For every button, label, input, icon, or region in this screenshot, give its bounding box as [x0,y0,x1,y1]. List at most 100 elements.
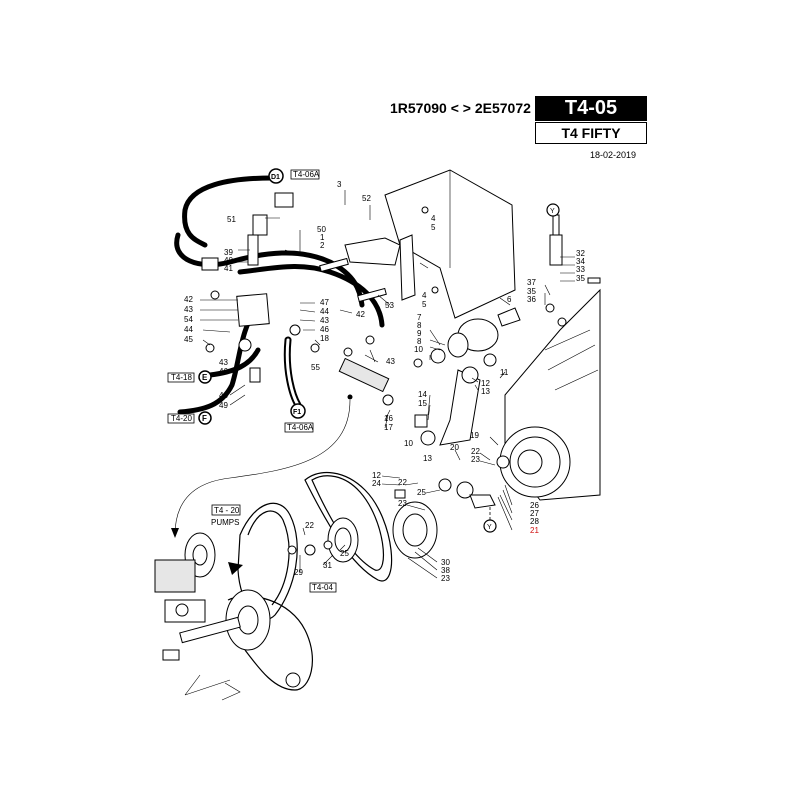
callout: 26 [530,501,539,510]
callout: 34 [576,257,585,266]
callout: 43 [184,305,193,314]
assembly-reference-arrow [171,394,353,701]
callout: 52 [362,194,371,203]
connector-d1: D1 [271,174,280,181]
callout: 23 [398,499,407,508]
callout: 40 [224,256,233,265]
callout: 35 [527,287,536,296]
callout: 45 [184,335,193,344]
callout: 9 [417,329,422,338]
callout: 13 [423,454,432,463]
callout: 19 [470,431,479,440]
callout: 43 [386,357,395,366]
connector-y-bottom: Y [487,524,492,531]
callout: 39 [224,248,233,257]
callout: 47 [320,298,329,307]
callout-highlight: 21 [530,526,539,535]
connector-y-top: Y [550,208,555,215]
callout: 42 [184,295,193,304]
callout: 13 [481,387,490,396]
callout: 37 [527,278,536,287]
callout: 7 [417,313,422,322]
callout: 4 [431,214,436,223]
callout: 48 [219,391,228,400]
callout: 8 [417,321,422,330]
callout: 23 [471,455,480,464]
callout: 49 [219,401,228,410]
callout: 41 [224,264,233,273]
ref-t4-20: T4-20 [171,414,192,423]
callout: 3 [337,180,342,189]
callout: 28 [530,517,539,526]
callout: 20 [450,443,459,452]
callout: 43 [219,358,228,367]
callout: 23 [441,574,450,583]
callout: 22 [305,521,314,530]
pumps-label: PUMPS [211,518,239,527]
callout: 12 [372,471,381,480]
callout: 30 [441,558,450,567]
frame-bracket [344,169,516,319]
callout: 33 [576,265,585,274]
callout: 27 [530,509,539,518]
revision-date: 18-02-2019 [590,150,637,160]
leader-lines [200,190,575,579]
callout: 22 [398,478,407,487]
callout: 5 [431,223,436,232]
callout: 44 [184,325,193,334]
tensioner-assembly [413,307,521,446]
ref-t4-18: T4-18 [171,373,192,382]
callout: 10 [414,345,423,354]
callout: 25 [340,549,349,558]
ref-t4-04: T4-04 [312,583,333,592]
callout: 46 [320,325,329,334]
valve-block-assembly [201,192,320,383]
connector-markers: D1 E F F1 Y Y [198,168,560,533]
callout: 12 [481,379,490,388]
connector-f1: F1 [293,409,301,416]
callout: 44 [320,307,329,316]
callout: 31 [323,561,332,570]
hydraulic-hoses [174,175,385,415]
callout: 15 [418,399,427,408]
section-name-box: T4 FIFTY [535,122,647,144]
connector-e: E [202,373,208,382]
reference-boxes: T4-06A T4-18 T4-20 T4-06A T4 - 20 PUMPS … [167,169,337,593]
callout: 22 [471,447,480,456]
cylinder-assembly [319,257,394,406]
callout: 24 [372,479,381,488]
callout-numbers: 3 52 4 5 51 50 1 2 39 40 41 47 44 43 46 … [184,180,585,583]
callout: 42 [356,310,365,319]
callout: 1 [320,233,325,242]
callout: 11 [500,368,509,377]
connector-f: F [202,414,207,423]
callout: 10 [404,439,413,448]
callout: 43 [320,316,329,325]
callout: 51 [227,215,236,224]
callout: 18 [320,334,329,343]
callout: 38 [441,566,450,575]
ref-t4-06a: T4-06A [293,170,320,179]
callout: 50 [317,225,326,234]
callout: 2 [320,241,325,250]
callout: 32 [576,249,585,258]
callout: 4 [422,291,427,300]
engine-block [496,214,601,501]
callout: 16 [384,414,393,423]
pump-assembly [154,532,271,661]
callout: 35 [576,274,585,283]
serial-range: 1R57090 < > 2E57072 [390,100,531,116]
callout: 14 [418,390,427,399]
pulley-belt-assembly [227,472,496,691]
callout: 8 [417,337,422,346]
callout: 25 [417,488,426,497]
section-code-badge: T4-05 [535,96,647,121]
callout: 46 [219,367,228,376]
callout: 17 [384,423,393,432]
callout: 55 [311,363,320,372]
callout: 5 [422,300,427,309]
ref-t4-06a-lower: T4-06A [287,423,314,432]
callout: 6 [507,295,512,304]
callout: 54 [184,315,193,324]
